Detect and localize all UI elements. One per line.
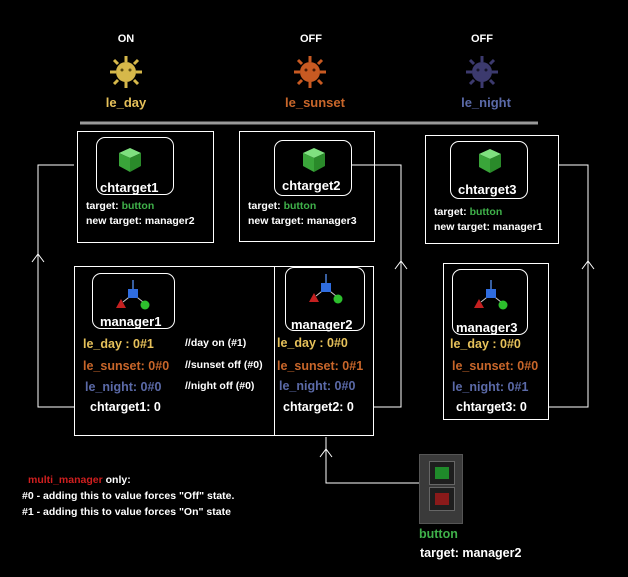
chtarget2-box[interactable]: chtarget2 target: button new target: man… <box>239 131 375 242</box>
manager2-iconbox: manager2 <box>285 267 365 332</box>
button-target: target: manager2 <box>420 546 522 560</box>
loop-1 <box>37 164 74 408</box>
manager2-sunset: le_sunset: 0#1 <box>277 359 364 373</box>
manager1-night: le_night: 0#0 <box>85 380 162 394</box>
manager2-night: le_night: 0#0 <box>279 379 356 393</box>
chtarget1-name: chtarget1 <box>100 180 159 195</box>
chtarget1-box[interactable]: chtarget1 target: button new target: man… <box>77 131 214 243</box>
button-red-slot <box>429 487 455 511</box>
red-light-icon <box>435 493 449 505</box>
green-cube-icon <box>303 148 325 172</box>
chtarget3-box[interactable]: chtarget3 target: button new target: man… <box>425 135 559 244</box>
manager2-box[interactable]: manager2 le_day : 0#0 le_sunset: 0#1 le_… <box>274 266 374 436</box>
chtarget3-target: target: button <box>434 206 503 218</box>
manager3-name: manager3 <box>456 320 518 335</box>
loop-3 <box>548 164 589 408</box>
green-light-icon <box>435 467 449 479</box>
sun-day-icon <box>110 56 142 88</box>
manager1-night-comment: //night off (#0) <box>185 380 255 392</box>
manager3-night: le_night: 0#1 <box>452 380 529 394</box>
manager1-iconbox: manager1 <box>92 273 175 329</box>
chtarget2-iconbox: chtarget2 <box>274 140 352 196</box>
legend-title: multi_manager only: <box>28 474 131 486</box>
button-green-slot <box>429 461 455 485</box>
chtarget1-target: target: button <box>86 200 155 212</box>
sun-name-sunset: le_sunset <box>285 95 345 110</box>
arrow-up-2 <box>394 260 408 270</box>
manager2-day: le_day : 0#0 <box>277 336 348 350</box>
manager-node-icon <box>474 280 508 310</box>
manager3-box[interactable]: manager3 le_day : 0#0 le_sunset: 0#0 le_… <box>443 263 549 420</box>
loop-2 <box>352 164 402 408</box>
manager1-name: manager1 <box>100 314 162 329</box>
sun-state-day: ON <box>117 33 135 45</box>
chtarget1-new-target: new target: manager2 <box>86 215 195 227</box>
sun-name-day: le_day <box>105 95 147 110</box>
arrow-up-button <box>319 448 333 458</box>
chtarget2-new-target: new target: manager3 <box>248 215 357 227</box>
manager-node-icon <box>309 274 343 304</box>
sun-name-night: le_night <box>461 95 511 110</box>
chtarget3-iconbox: chtarget3 <box>450 141 528 199</box>
manager3-chtarget: chtarget3: 0 <box>456 400 527 414</box>
chtarget1-iconbox: chtarget1 <box>96 137 174 195</box>
chtarget3-name: chtarget3 <box>458 182 517 197</box>
arrow-up-3 <box>581 260 595 270</box>
green-cube-icon <box>479 149 501 173</box>
manager3-iconbox: manager3 <box>452 269 528 335</box>
manager1-day: le_day : 0#1 <box>83 337 154 351</box>
manager1-day-comment: //day on (#1) <box>185 337 247 349</box>
green-cube-icon <box>119 148 141 172</box>
button-name: button <box>419 527 458 541</box>
manager1-sunset: le_sunset: 0#0 <box>83 359 170 373</box>
manager3-day: le_day : 0#0 <box>450 337 521 351</box>
sun-state-sunset: OFF <box>300 33 322 45</box>
sun-state-night: OFF <box>471 33 493 45</box>
manager1-chtarget: chtarget1: 0 <box>90 400 161 414</box>
manager3-sunset: le_sunset: 0#0 <box>452 359 539 373</box>
manager-node-icon <box>116 280 150 310</box>
sun-sunset-icon <box>294 56 326 88</box>
sun-night-icon <box>466 56 498 88</box>
chtarget3-new-target: new target: manager1 <box>434 221 543 233</box>
legend-line-1: #0 - adding this to value forces "Off" s… <box>22 490 235 502</box>
button-link <box>325 437 419 484</box>
chtarget2-name: chtarget2 <box>282 178 341 193</box>
manager2-chtarget: chtarget2: 0 <box>283 400 354 414</box>
button-entity[interactable] <box>419 454 463 524</box>
legend-line-2: #1 - adding this to value forces "On" st… <box>22 506 231 518</box>
arrow-up-1 <box>31 253 45 263</box>
manager1-box[interactable]: manager1 le_day : 0#1 //day on (#1) le_s… <box>74 266 275 436</box>
chtarget2-target: target: button <box>248 200 317 212</box>
manager2-name: manager2 <box>291 317 353 332</box>
manager1-sunset-comment: //sunset off (#0) <box>185 359 263 371</box>
